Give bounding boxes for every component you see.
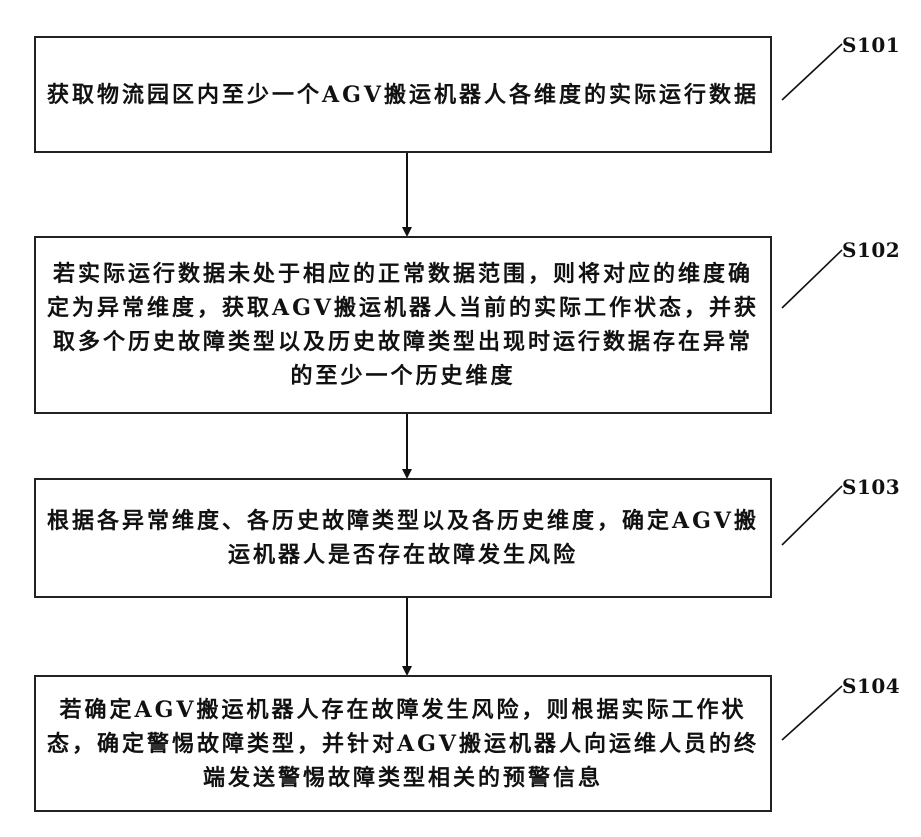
step-label-s101: S101	[842, 33, 900, 57]
step-box-s103: 根据各异常维度、各历史故障类型以及各历史维度，确定AGV搬运机器人是否存在故障发…	[34, 478, 772, 598]
step-box-s104: 若确定AGV搬运机器人存在故障发生风险，则根据实际工作状态，确定警惕故障类型，并…	[34, 675, 772, 812]
leader-line-s103	[782, 486, 842, 545]
step-label-s102: S102	[842, 238, 900, 262]
step-text-s103: 根据各异常维度、各历史故障类型以及各历史维度，确定AGV搬运机器人是否存在故障发…	[46, 504, 760, 572]
step-box-s102: 若实际运行数据未处于相应的正常数据范围，则将对应的维度确定为异常维度，获取AGV…	[34, 236, 772, 414]
step-text-s102: 若实际运行数据未处于相应的正常数据范围，则将对应的维度确定为异常维度，获取AGV…	[46, 257, 760, 393]
step-text-s104: 若确定AGV搬运机器人存在故障发生风险，则根据实际工作状态，确定警惕故障类型，并…	[46, 693, 760, 795]
leader-line-s102	[782, 250, 842, 308]
step-text-s101: 获取物流园区内至少一个AGV搬运机器人各维度的实际运行数据	[47, 78, 759, 112]
leader-line-s101	[782, 44, 842, 100]
leader-line-s104	[782, 686, 842, 740]
step-label-s103: S103	[842, 475, 900, 499]
step-box-s101: 获取物流园区内至少一个AGV搬运机器人各维度的实际运行数据	[34, 36, 772, 153]
step-label-s104: S104	[842, 674, 900, 698]
